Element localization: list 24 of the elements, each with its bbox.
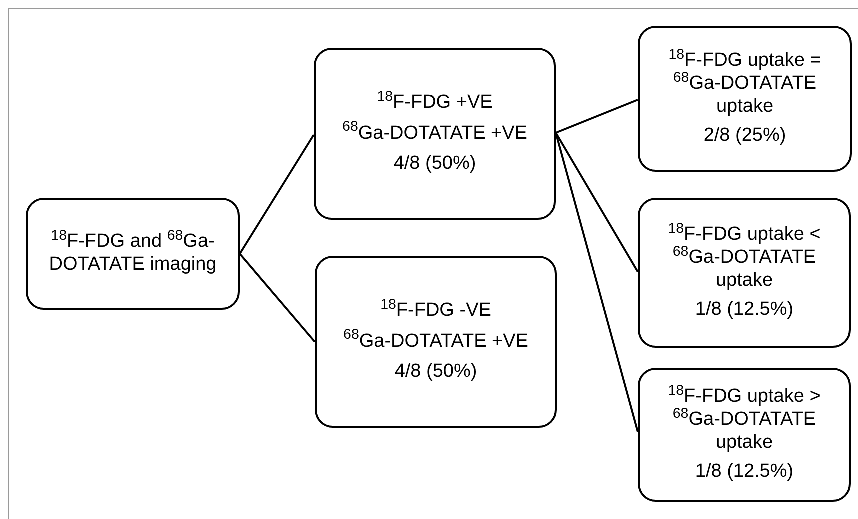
node-text: $^{68}$Ga-DOTATATE +VE [344,330,528,354]
connector-line [556,99,638,134]
connector-line [239,253,316,343]
node-text: $^{18}$F-FDG and $^{68}$Ga-DOTATATE imaging [48,231,218,277]
node-text: 2/8 (25%) [704,124,786,148]
node-text: 1/8 (12.5%) [695,298,794,322]
rounded-box [315,256,557,428]
connector-line [555,132,639,432]
rounded-box [638,198,851,348]
node-text: $^{18}$F-FDG uptake < $^{68}$Ga-DOTATATE uptake [667,224,822,293]
rounded-box [638,368,851,502]
node-text: 1/8 (12.5%) [695,460,794,484]
node-text: $^{18}$F-FDG uptake = $^{68}$Ga-DOTATATE uptake [668,50,822,119]
connector-line [239,134,315,255]
rounded-box [638,26,852,172]
connector-line [555,132,639,272]
node-text: $^{18}$F-FDG +VE [377,92,493,115]
rounded-box [26,198,240,310]
node-text: $^{18}$F-FDG uptake > $^{68}$Ga-DOTATATE uptake [667,386,822,455]
node-text: 4/8 (50%) [394,153,476,176]
node-text: $^{68}$Ga-DOTATATE +VE [342,122,528,146]
node-text: 4/8 (50%) [394,361,478,384]
rounded-box [314,48,556,220]
node-text: $^{18}$F-FDG -VE [380,300,492,323]
